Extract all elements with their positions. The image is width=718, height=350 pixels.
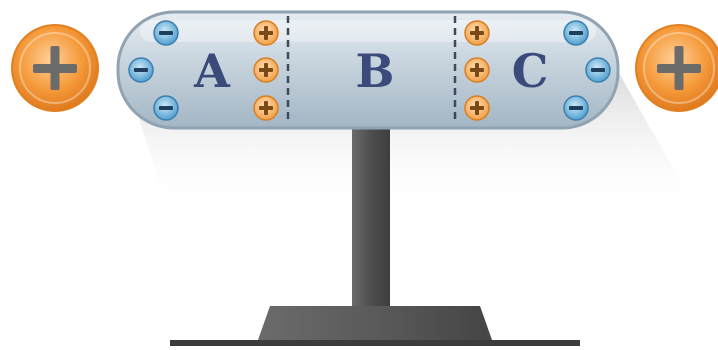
external-positive-charge-left: [11, 24, 99, 112]
positive-charge-icon: [253, 95, 279, 121]
region-label-c: C: [512, 44, 549, 98]
plus-icon: [657, 46, 701, 90]
positive-charge-icon: [464, 20, 490, 46]
stand-pole: [352, 128, 390, 306]
negative-charge-icon: [585, 57, 611, 83]
positive-charge-icon: [464, 57, 490, 83]
negative-charge-icon: [563, 95, 589, 121]
plus-icon: [33, 46, 77, 90]
stand-base: [258, 306, 492, 340]
negative-charge-icon: [153, 95, 179, 121]
negative-charge-icon: [563, 20, 589, 46]
conductor-rod: [116, 10, 620, 130]
rod-highlight: [140, 20, 596, 42]
ground-line: [170, 340, 580, 346]
region-label-a: A: [193, 44, 231, 98]
positive-charge-icon: [253, 57, 279, 83]
positive-charge-icon: [464, 95, 490, 121]
external-positive-charge-right: [635, 24, 718, 112]
negative-charge-icon: [153, 20, 179, 46]
positive-charge-icon: [253, 20, 279, 46]
region-label-b: B: [356, 44, 395, 98]
negative-charge-icon: [128, 57, 154, 83]
